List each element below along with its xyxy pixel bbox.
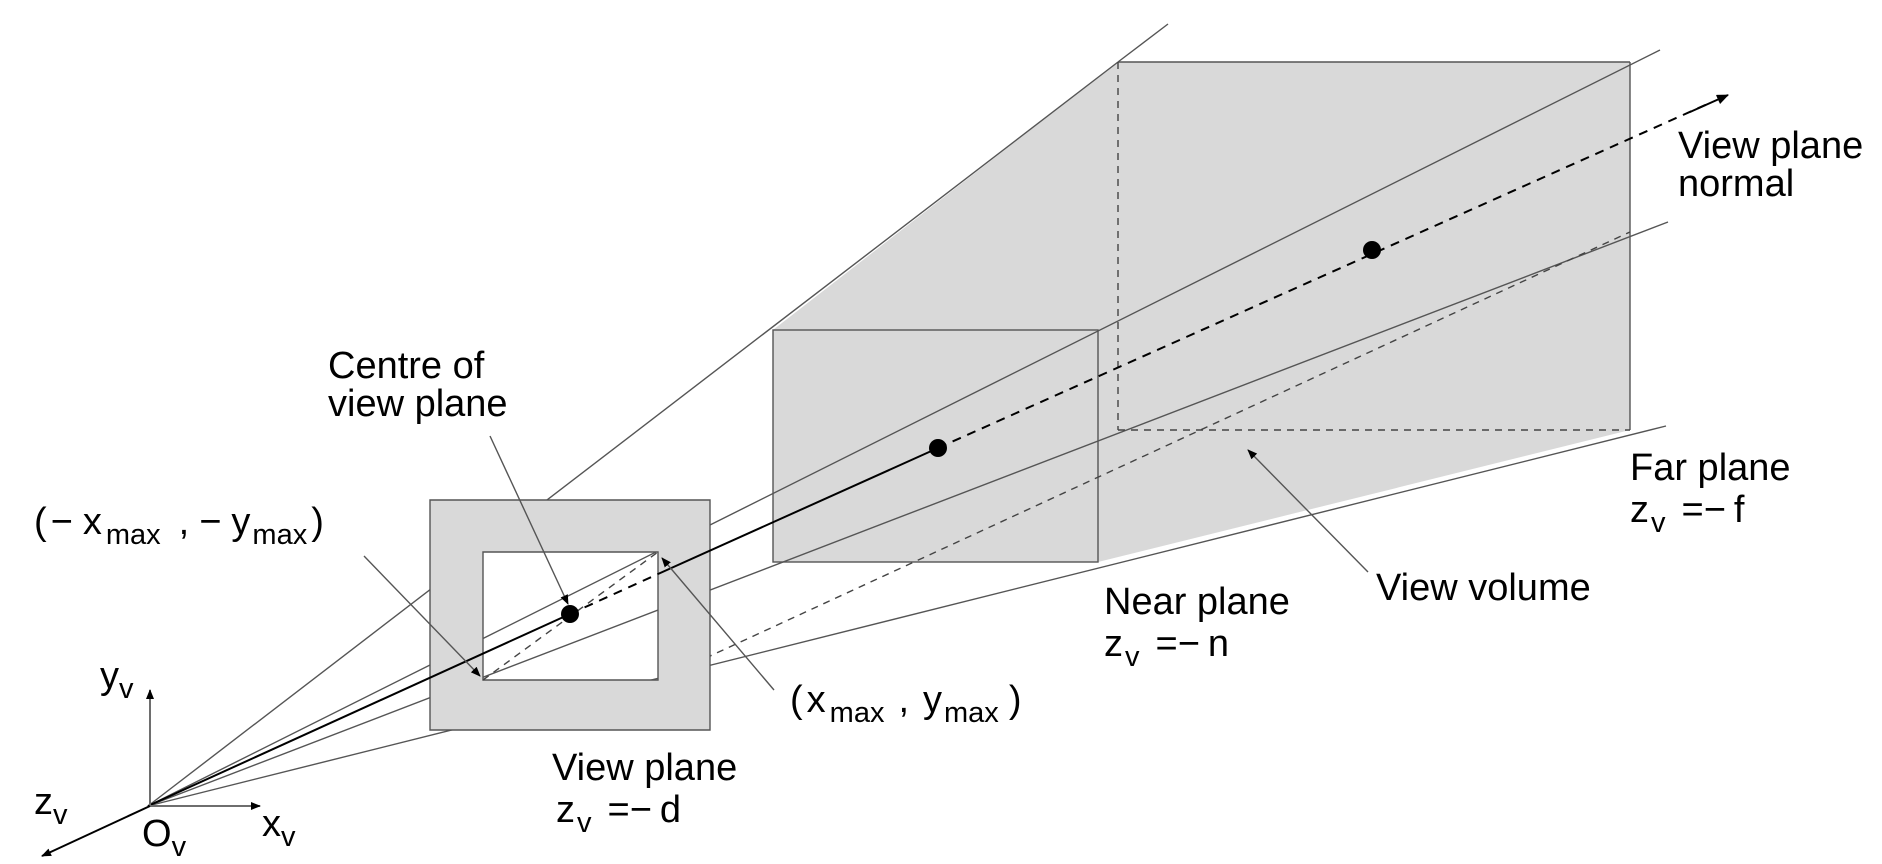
view-plane-title: View plane [552,747,737,789]
centre-of-view-plane-label: Centre of view plane [328,345,508,425]
centre-leader [489,435,569,605]
max-corner-leader [661,557,775,691]
x-axis-label: xv [262,803,296,853]
frustum-edge-upper [147,49,1661,807]
origin-label: Ov [142,813,187,863]
near-plane-title: Near plane [1104,581,1290,623]
normal-dashed-1 [569,573,659,615]
view-volume-label: View volume [1376,567,1591,609]
normal-solid-2 [657,447,939,575]
far-plane-title: Far plane [1630,447,1791,489]
far-plane-equation: zv=−f [1630,489,1745,539]
view-plane-equation: zv=−d [556,789,681,839]
frustum-edge-top-right [1117,23,1169,63]
near-plane-equation: zv=−n [1104,623,1229,673]
min-corner-leader [363,555,481,677]
z-axis-line [41,805,151,857]
view-plane-frame [429,499,711,731]
normal-dashed-2 [937,101,1713,449]
frustum-edge-top-left [147,61,1119,807]
view-plane-centre-dot [561,605,579,623]
normal-arrow-tip [1689,94,1729,113]
normal-solid-1 [147,613,571,807]
frustum-upper-face [773,62,1630,330]
view-plane-normal-label: View plane normal [1678,125,1874,205]
z-axis-label: zv [34,781,68,831]
far-plane-centre-dot [1363,241,1381,259]
near-plane-centre-dot [929,439,947,457]
view-volume-leader [1247,449,1369,573]
lower-hidden-edge [657,231,1631,681]
frustum-edge-bottom [147,425,1667,807]
y-axis-label: yv [100,655,134,705]
frustum-edge-lower [147,221,1669,807]
